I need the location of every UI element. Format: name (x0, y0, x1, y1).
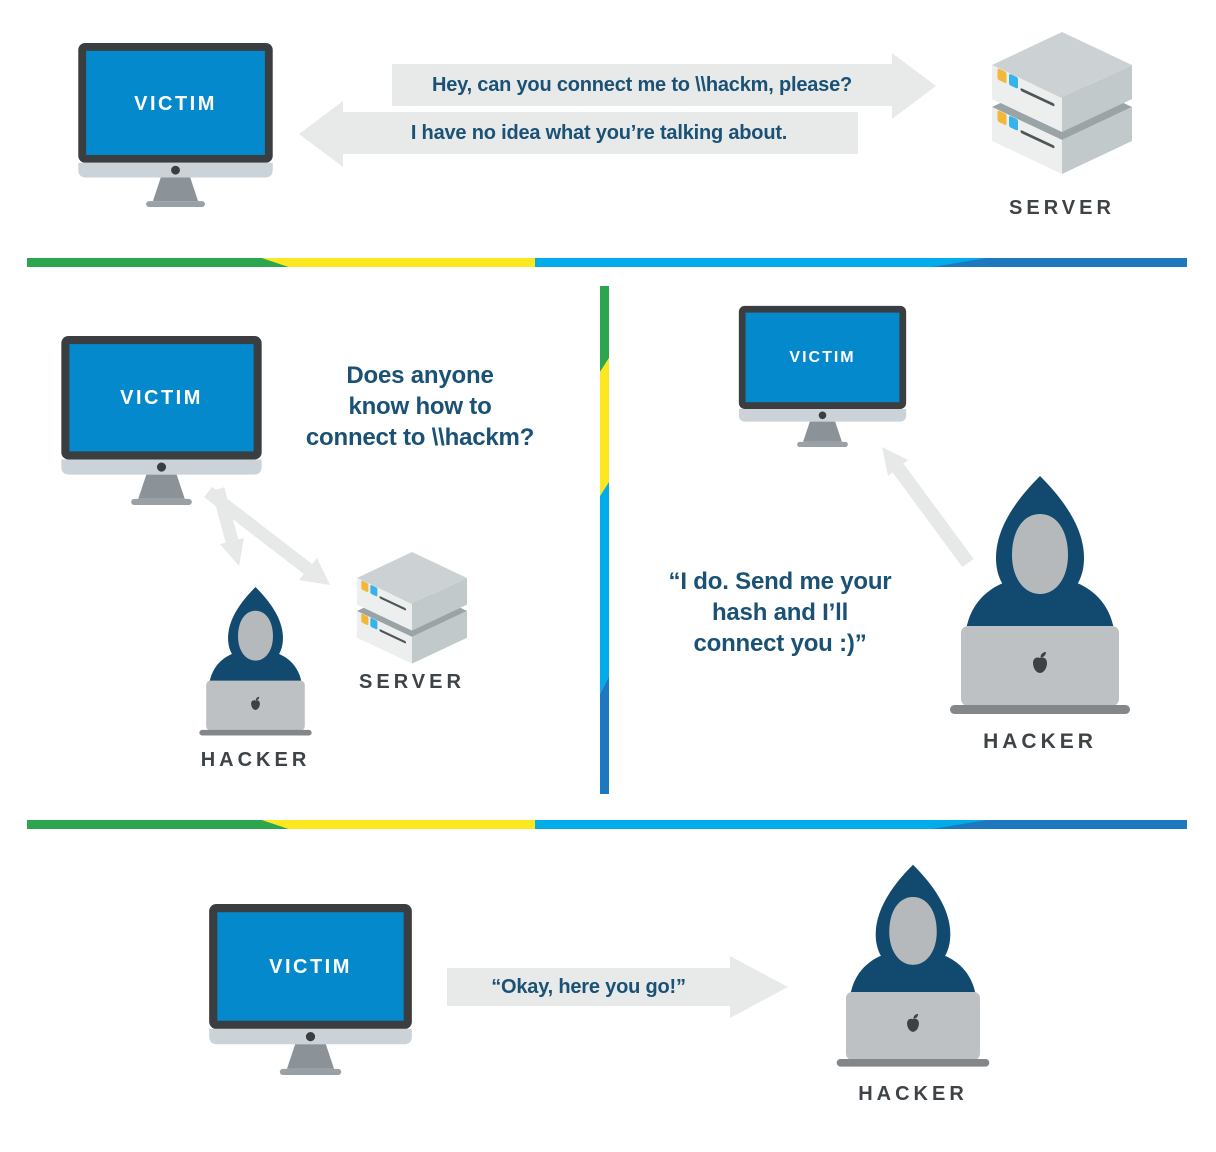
hacker-tag: HACKER (858, 1083, 968, 1105)
broadcast-arrows-icon (204, 486, 330, 585)
hacker-tag: HACKER (200, 749, 311, 771)
hacker-icon (940, 468, 1140, 718)
victim-screen-label: VICTIM (269, 956, 352, 978)
horizontal-divider-bottom (27, 820, 1187, 829)
request-arrow-body: Hey, can you connect me to \\hackm, plea… (392, 64, 892, 106)
vertical-divider (600, 286, 609, 794)
hacker-icon (193, 582, 318, 738)
horizontal-divider-top (27, 258, 1187, 267)
arrow-left-head-icon (296, 101, 343, 167)
victim-screen-label: VICTIM (134, 93, 217, 115)
server-tag: SERVER (359, 671, 465, 693)
victim-screen-label: VICTIM (120, 387, 203, 409)
hacker-tag: HACKER (983, 730, 1097, 753)
arrow-right-head-icon (730, 956, 791, 1018)
hacker-icon (828, 858, 998, 1070)
hacker-message: “I do. Send me your hash and I’ll connec… (668, 568, 892, 657)
victim-monitor-icon (208, 903, 413, 1075)
server-icon (353, 552, 471, 666)
server-icon (987, 32, 1137, 177)
hash-send-arrow-icon (882, 447, 974, 568)
victim-monitor-icon (77, 42, 274, 207)
victim-screen-label: VICTIM (789, 349, 856, 366)
broadcast-message: Does anyone know how to connect to \\hac… (305, 362, 535, 451)
arrow-right-head-icon (892, 53, 939, 119)
server-tag: SERVER (1009, 197, 1115, 219)
reply-arrow-body: I have no idea what you’re talking about… (340, 112, 858, 154)
hash-handover-arrow-body: “Okay, here you go!” (447, 968, 730, 1006)
